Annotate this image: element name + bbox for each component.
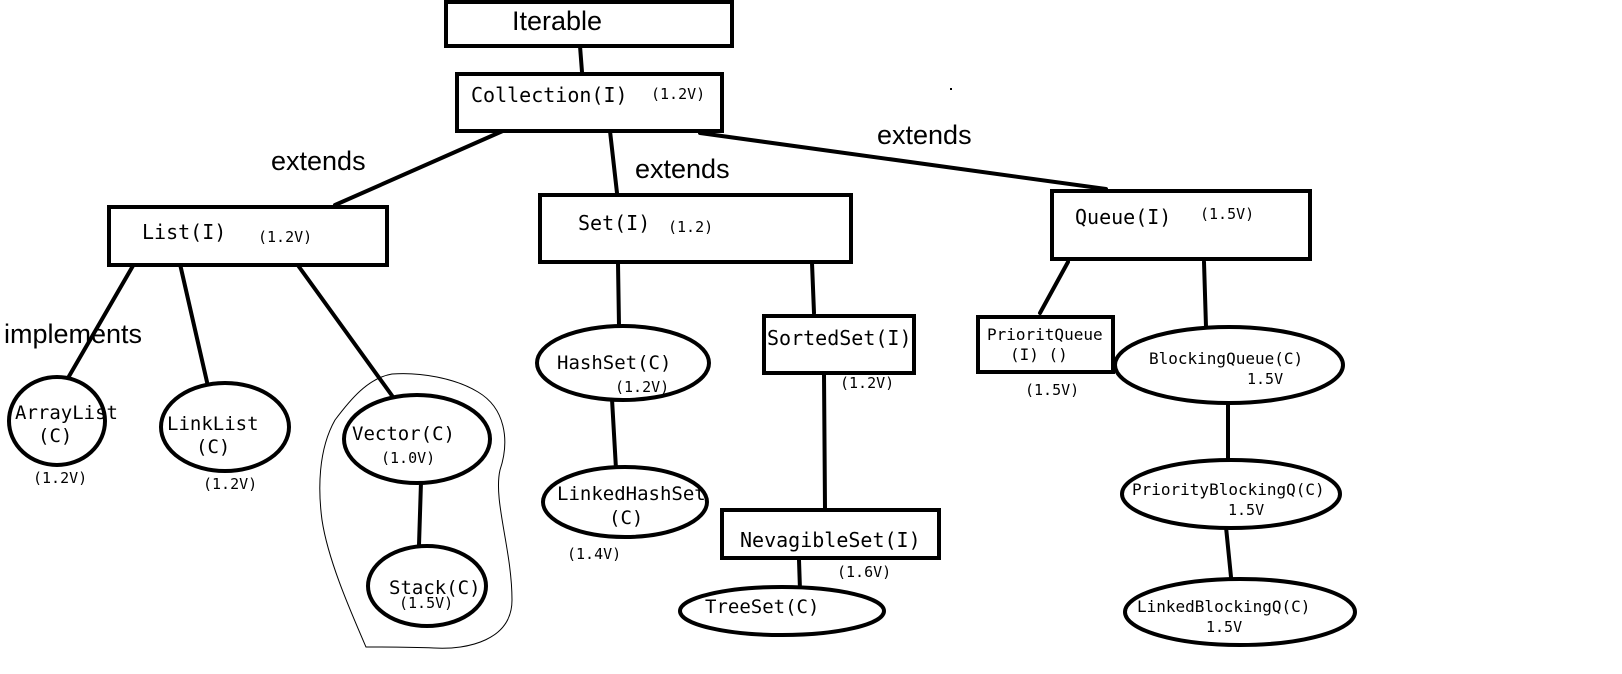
edge-collection-queue [698,131,1108,191]
node-vector: Vector(C) (1.0V) [342,393,492,485]
node-arraylist: ArrayList (C) (1.2V) [7,375,118,487]
node-treeset: TreeSet(C) [678,585,886,637]
node-collection-label: Collection(I) [471,83,628,107]
node-stack-ellipse [366,544,488,628]
node-blockingqueue: BlockingQueue(C) 1.5V [1113,325,1345,405]
node-linkedblockingq: LinkedBlockingQ(C) 1.5V [1123,577,1357,647]
node-vector-version: (1.0V) [381,449,435,467]
node-treeset-label: TreeSet(C) [705,596,819,618]
node-linkedhashset-version: (1.4V) [567,545,621,563]
node-list-label: List(I) [142,220,226,244]
node-linkedhashset-label: LinkedHashSet [557,483,706,505]
connectors [66,44,1233,592]
edge-set-sortedset [810,261,816,315]
node-linklist-label-2: (C) [196,436,230,458]
node-set-version: (1.2) [668,218,713,236]
node-prioritqueue-version: (1.5V) [1025,381,1079,399]
node-sortedset-box [762,314,916,375]
node-linkedblockingq-version: 1.5V [1206,618,1242,636]
edge-collection-list [333,128,507,207]
node-linklist-label: LinkList [167,413,259,435]
node-arraylist-ellipse [7,375,107,467]
node-set-box [538,193,853,264]
edge-nevagibleset-treeset [797,558,802,592]
node-arraylist-label-2: (C) [38,425,72,447]
node-hashset-ellipse [535,324,711,402]
edge-list-vector [295,262,395,399]
edge-vector-stack [417,480,423,547]
edge-collection-set [608,129,619,195]
node-vector-ellipse [342,393,492,485]
node-iterable: Iterable [444,0,734,48]
node-list: List(I) (1.2V) [107,205,389,267]
node-linkedblockingq-ellipse [1123,577,1357,647]
node-linklist: LinkList (C) (1.2V) [159,381,291,493]
edge-set-hashset [616,261,621,328]
node-priorityblockingq-ellipse [1120,458,1342,530]
node-blockingqueue-ellipse [1113,325,1345,405]
node-linkedhashset-label-2: (C) [609,507,643,529]
lasso-outline [319,373,513,649]
edge-queue-blockingqueue [1202,260,1208,329]
stray-dot [950,88,952,90]
node-nevagibleset-box [720,508,941,560]
node-treeset-ellipse [678,585,886,637]
node-arraylist-version: (1.2V) [33,469,87,487]
node-collection-version: (1.2V) [651,85,705,103]
edge-priorityblockingq-linkedblockingq [1224,525,1233,579]
node-collection-box [455,72,724,133]
node-queue-version: (1.5V) [1200,205,1254,223]
edge-label-implements: implements [4,319,142,349]
node-queue-box [1050,189,1312,261]
node-priorityblockingq-version: 1.5V [1228,501,1264,519]
edge-sortedset-nevagibleset [822,372,827,511]
node-nevagibleset-label: NevagibleSet(I) [740,528,921,552]
node-prioritqueue-label: PrioritQueue [987,325,1103,344]
node-priorityblockingq-label: PriorityBlockingQ(C) [1132,480,1325,499]
edge-label-extends-set: extends [635,154,730,184]
node-hashset: HashSet(C) (1.2V) [535,324,711,402]
node-arraylist-label: ArrayList [15,402,118,424]
edge-label-extends-queue: extends [877,120,972,150]
node-sortedset-version: (1.2V) [840,374,894,392]
node-vector-label: Vector(C) [352,423,455,445]
edge-list-arraylist [66,262,136,380]
edge-iterable-collection [578,44,584,74]
node-queue: Queue(I) (1.5V) [1050,189,1312,261]
node-nevagibleset: NevagibleSet(I) (1.6V) [720,508,941,581]
node-hashset-label: HashSet(C) [557,352,671,374]
edge-list-linklist [178,262,209,384]
node-iterable-box [444,0,734,48]
node-iterable-label: Iterable [512,6,602,36]
edge-hashset-linkedhashset [610,397,618,471]
node-prioritqueue-label-2: (I) () [1010,345,1068,364]
node-set-label: Set(I) [578,211,650,235]
node-linkedhashset-ellipse [541,465,709,539]
node-hashset-version: (1.2V) [615,378,669,396]
node-linkedhashset: LinkedHashSet (C) (1.4V) [541,465,709,563]
node-stack-label: Stack(C) [389,577,481,599]
edge-label-extends-list: extends [271,146,366,176]
node-prioritqueue: PrioritQueue (I) () (1.5V) [976,315,1115,399]
node-sortedset-label: SortedSet(I) [767,326,912,350]
node-priorityblockingq: PriorityBlockingQ(C) 1.5V [1120,458,1342,530]
node-linklist-version: (1.2V) [203,475,257,493]
node-sortedset: SortedSet(I) (1.2V) [762,314,916,392]
node-list-box [107,205,389,267]
node-set: Set(I) (1.2) [538,193,853,264]
node-blockingqueue-version: 1.5V [1247,370,1283,388]
node-nevagibleset-version: (1.6V) [837,563,891,581]
node-collection: Collection(I) (1.2V) [455,72,724,133]
node-prioritqueue-box [976,315,1115,374]
node-linklist-ellipse [159,381,291,473]
node-linkedblockingq-label: LinkedBlockingQ(C) [1137,597,1310,616]
node-stack: Stack(C) (1.5V) [366,544,488,628]
node-blockingqueue-label: BlockingQueue(C) [1149,349,1303,368]
node-stack-version: (1.5V) [399,594,453,612]
node-queue-label: Queue(I) [1075,205,1171,229]
node-list-version: (1.2V) [258,228,312,246]
edge-queue-prioritqueue [1038,260,1070,315]
